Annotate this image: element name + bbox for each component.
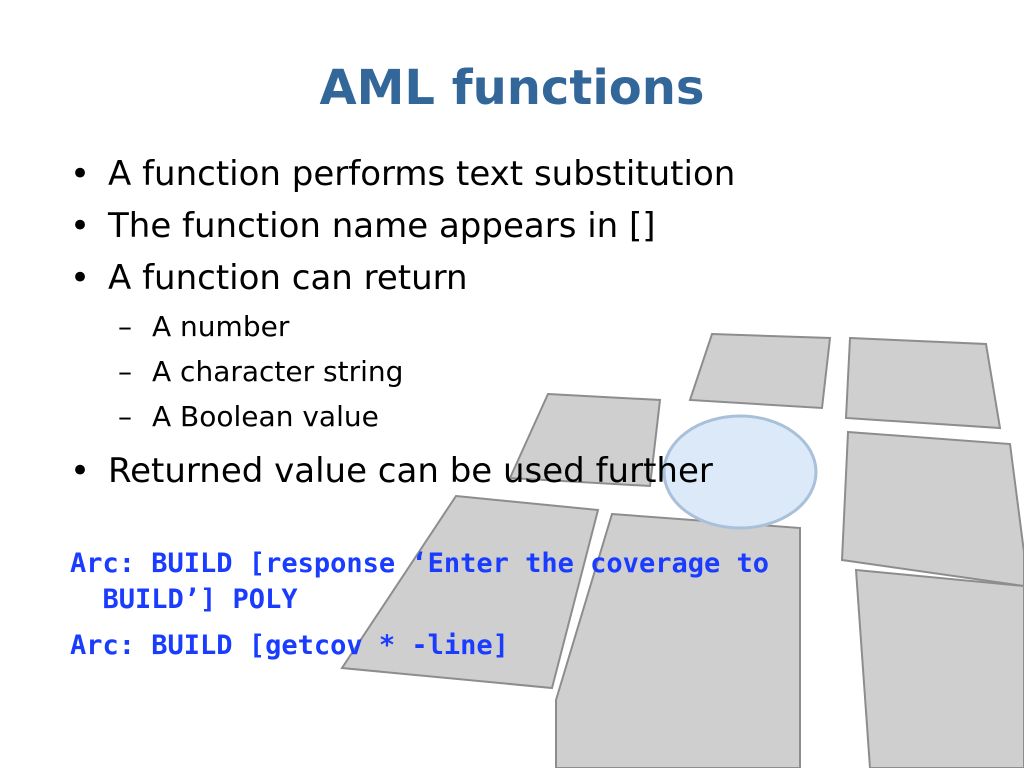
panel-top-center bbox=[688, 332, 832, 410]
bullet-item: • Returned value can be used further bbox=[70, 445, 970, 497]
panel-bottom-right bbox=[854, 568, 1024, 768]
code-example-build-getcov: Arc: BUILD [getcov * -line] bbox=[70, 630, 509, 661]
bullet-dot-icon: • bbox=[70, 154, 91, 194]
sub-bullet-item: – A Boolean value bbox=[118, 394, 970, 439]
bullet-item: • The function name appears in [] bbox=[70, 200, 970, 252]
bullet-text: Returned value can be used further bbox=[108, 451, 713, 491]
bullet-text: The function name appears in [] bbox=[108, 206, 656, 246]
panel-mid-right bbox=[840, 430, 1024, 588]
sub-bullet-text: A character string bbox=[152, 355, 404, 388]
panel-bottom-center bbox=[555, 512, 801, 768]
bullet-dot-icon: • bbox=[70, 206, 91, 246]
panel-mid-left bbox=[508, 392, 662, 488]
code-example-build-response: Arc: BUILD [response ‘Enter the coverage… bbox=[70, 548, 769, 615]
bullet-dot-icon: • bbox=[70, 451, 91, 491]
panel-bottom-left bbox=[340, 494, 600, 690]
bullet-text: A function performs text substitution bbox=[108, 154, 736, 194]
center-circle bbox=[662, 414, 818, 530]
sub-bullet-list: – A number – A character string – A Bool… bbox=[70, 304, 970, 445]
dash-icon: – bbox=[118, 355, 132, 388]
sub-bullet-item: – A number bbox=[118, 304, 970, 349]
bullet-item: • A function performs text substitution bbox=[70, 148, 970, 200]
bullet-list: • A function performs text substitution … bbox=[70, 148, 970, 497]
sub-bullet-item: – A character string bbox=[118, 349, 970, 394]
sub-bullet-group: – A number – A character string – A Bool… bbox=[70, 304, 970, 445]
sub-bullet-text: A Boolean value bbox=[152, 400, 379, 433]
dash-icon: – bbox=[118, 400, 132, 433]
dash-icon: – bbox=[118, 310, 132, 343]
bullet-text: A function can return bbox=[108, 258, 468, 298]
bullet-item: • A function can return bbox=[70, 252, 970, 304]
bullet-dot-icon: • bbox=[70, 258, 91, 298]
sub-bullet-text: A number bbox=[152, 310, 290, 343]
slide-title: AML functions bbox=[319, 60, 705, 116]
panel-top-right bbox=[844, 336, 1002, 430]
